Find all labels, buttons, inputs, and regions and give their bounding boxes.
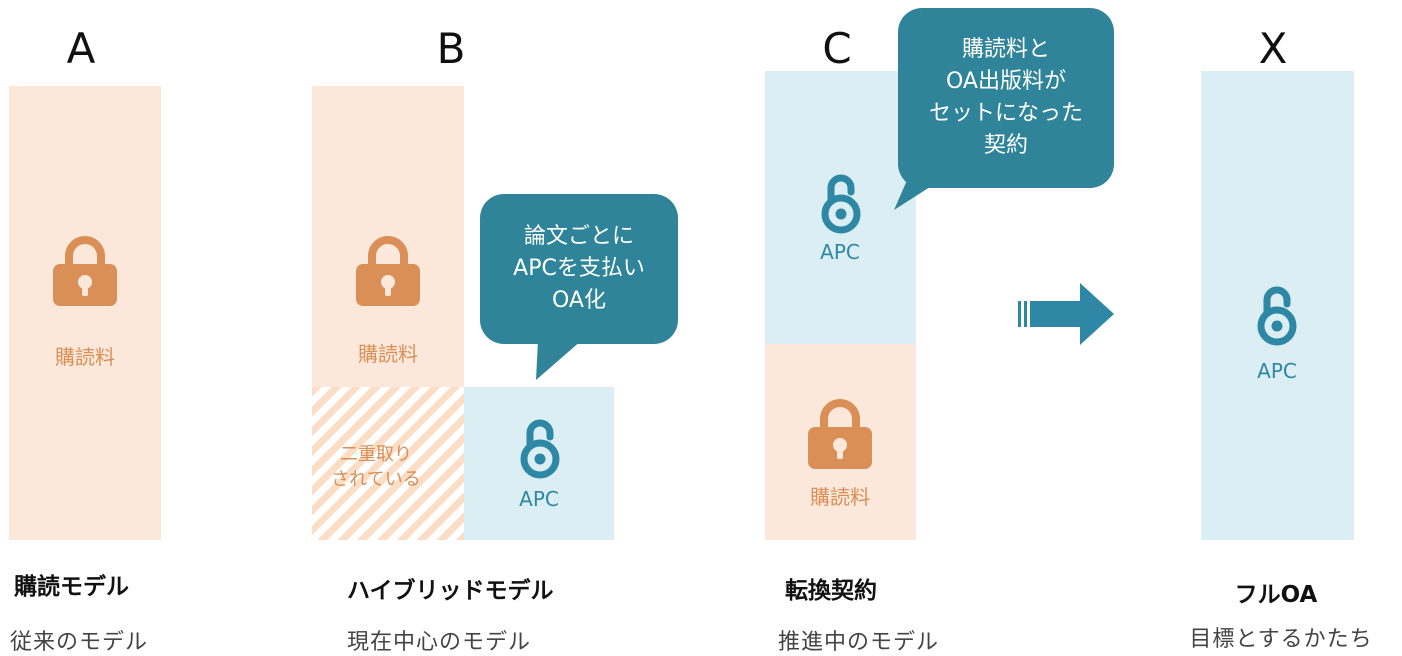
subscription-fee-label-c: 購読料	[810, 485, 870, 509]
model-name-c: 転換契約	[785, 578, 877, 604]
apc-block-x	[1201, 71, 1354, 540]
subscription-block-a	[9, 86, 161, 540]
padlock-closed-icon	[53, 236, 117, 306]
subscription-fee-label-b: 購読料	[358, 342, 418, 366]
apc-label-b: APC	[519, 487, 559, 511]
open-access-lock-icon	[821, 174, 861, 234]
column-letter-c: C	[822, 24, 852, 73]
column-letter-b: B	[436, 24, 466, 73]
apc-block-c	[765, 71, 916, 344]
model-name-x: フルOA	[1234, 582, 1318, 608]
subscription-fee-label-a: 購読料	[55, 345, 115, 369]
right-arrow-icon	[1018, 283, 1114, 345]
open-access-lock-icon	[1257, 286, 1297, 346]
column-letter-a: A	[66, 24, 96, 73]
model-desc-b: 現在中心のモデル	[347, 630, 532, 655]
speech-bubble-b-tail	[536, 340, 582, 380]
padlock-closed-icon	[356, 236, 420, 306]
speech-bubble-c: 購読料と OA出版料が セットになった 契約	[898, 8, 1114, 188]
model-name-a: 購読モデル	[14, 574, 129, 600]
column-letter-x: X	[1258, 24, 1288, 73]
model-desc-c: 推進中のモデル	[778, 630, 940, 655]
double-dipping-block	[312, 387, 464, 540]
apc-label-x: APC	[1257, 359, 1297, 383]
model-desc-x: 目標とするかたち	[1189, 627, 1373, 652]
apc-label-c: APC	[820, 240, 860, 264]
double-dipping-label: 二重取り されている	[331, 444, 421, 491]
speech-bubble-c-tail	[894, 178, 944, 210]
model-desc-a: 従来のモデル	[10, 630, 149, 655]
padlock-closed-icon	[808, 399, 872, 469]
open-access-lock-icon	[520, 419, 560, 479]
model-name-b: ハイブリッドモデル	[347, 578, 554, 604]
speech-bubble-b: 論文ごとに APCを支払い OA化	[480, 194, 678, 344]
